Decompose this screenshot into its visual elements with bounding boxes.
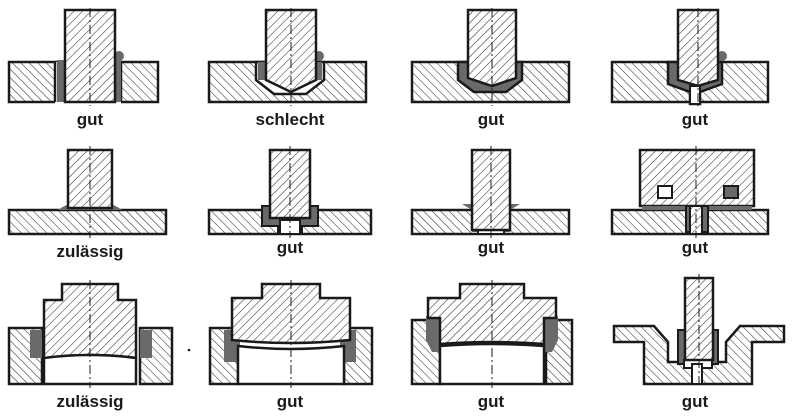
- caption-r3c3: gut: [477, 392, 505, 411]
- caption-r3c2: gut: [276, 392, 304, 411]
- joint-r3c3: [410, 280, 574, 388]
- caption-r1c1: gut: [76, 110, 104, 129]
- joint-r2c4: [610, 146, 770, 238]
- joint-r3c1: [7, 280, 174, 388]
- joint-r2c3: [410, 146, 571, 238]
- joint-r3c2: [208, 280, 374, 388]
- caption-r3c1: zulässig: [56, 392, 124, 411]
- caption-r2c1: zulässig: [56, 242, 124, 261]
- joint-r1c2: [207, 8, 368, 106]
- caption-r1c3: gut: [477, 110, 505, 129]
- caption-r2c3: gut: [477, 238, 505, 257]
- caption-r2c2: gut: [276, 238, 304, 257]
- joint-r1c1: [7, 8, 160, 106]
- caption-r1c2: schlecht: [255, 110, 325, 129]
- caption-r3c4: gut: [681, 392, 709, 411]
- caption-r1c4: gut: [681, 110, 709, 129]
- caption-r2c4: gut: [681, 238, 709, 257]
- joint-r1c3: [410, 8, 571, 106]
- joint-r3c4: [612, 274, 786, 388]
- joint-r2c1: [7, 146, 168, 238]
- joint-r1c4: [610, 8, 770, 106]
- joint-r2c2: [207, 146, 373, 238]
- stray-dot: [187, 348, 191, 352]
